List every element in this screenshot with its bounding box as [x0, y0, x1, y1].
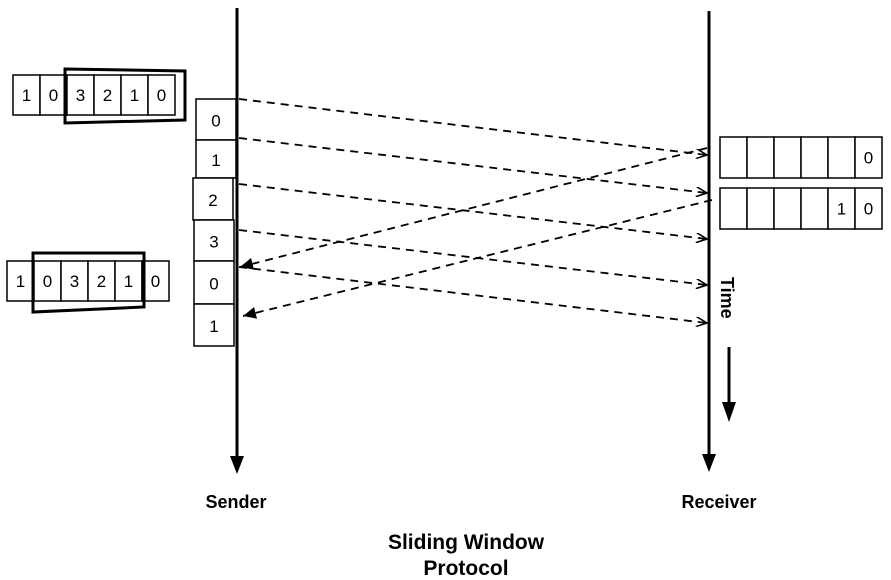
sender-buffer-2-cell-value: 1 — [16, 272, 25, 291]
sender-buffer-1-cell-value: 0 — [157, 86, 166, 105]
message-arrow-frame-0 — [238, 98, 707, 155]
diagram-title-line-1: Sliding Window — [388, 531, 545, 554]
message-arrow-frame-0-second — [238, 266, 707, 323]
receiver-buffer-2-cell-value: 1 — [837, 200, 846, 219]
sender-frame-cell: 1 — [193, 303, 235, 347]
sender-buffer-2-cell: 0 — [141, 260, 170, 302]
sender-frame-number: 1 — [209, 317, 218, 336]
sender-buffer-1-cell: 1 — [120, 74, 149, 116]
sender-window-1 — [63, 67, 187, 125]
message-arrows — [238, 98, 713, 323]
receiver-buffer-1-cell: 0 — [854, 136, 883, 179]
receiver-buffer-2-cell — [719, 187, 748, 230]
message-arrow-ack-2 — [242, 199, 713, 319]
receiver-buffer-2-cell — [800, 187, 829, 230]
sender-buffer-2-cell-value: 3 — [70, 272, 79, 291]
receiver-buffer-1-cell — [746, 136, 775, 179]
receiver-buffer-1-cell-value: 0 — [864, 149, 873, 168]
receiver-label: Receiver — [681, 492, 756, 512]
receiver-buffer-2-cell — [773, 187, 802, 230]
sender-buffer-1-cell: 2 — [93, 74, 122, 116]
sender-buffer-2-cell-value: 2 — [97, 272, 106, 291]
sender-buffer-2-cell: 3 — [60, 260, 89, 302]
receiver-timeline-arrowhead-icon — [702, 454, 716, 472]
sender-buffer-1-cell-value: 1 — [130, 86, 139, 105]
sender-buffer-1-cell: 3 — [66, 74, 95, 116]
receiver-buffer-2-cell: 1 — [827, 187, 856, 230]
receiver-buffer-2-cell-value: 0 — [864, 200, 873, 219]
sender-buffer-2-cell: 1 — [6, 260, 35, 302]
sender-buffer-1-cell: 0 — [147, 74, 176, 116]
sender-frame-cell: 3 — [193, 219, 235, 262]
sender-frame-cell: 0 — [195, 98, 237, 141]
sender-buffer-1-cell-value: 1 — [22, 86, 31, 105]
sender-timeline — [230, 8, 244, 474]
receiver-buffer-1-cell — [719, 136, 748, 179]
sender-buffer-1-cell-value: 2 — [103, 86, 112, 105]
sender-frame-number: 0 — [211, 112, 220, 131]
sender-buffer-2-cell-value: 0 — [151, 272, 160, 291]
receiver-buffer-2-cell — [746, 187, 775, 230]
sender-window-2 — [31, 251, 146, 314]
receiver-buffer-1-cell — [773, 136, 802, 179]
sender-buffer-1-cell-value: 0 — [49, 86, 58, 105]
time-arrowhead-icon — [722, 402, 736, 422]
receiver-buffer-1: 0 — [719, 136, 883, 179]
sender-frame-number: 0 — [209, 275, 218, 294]
sender-frame-number: 3 — [209, 233, 218, 252]
receiver-timeline — [702, 11, 716, 472]
sender-buffer-2-cell-value: 0 — [43, 272, 52, 291]
sender-frame-number: 1 — [211, 151, 220, 170]
sender-buffer-1-cell: 1 — [12, 74, 41, 116]
receiver-buffer-1-cell — [800, 136, 829, 179]
sender-label: Sender — [205, 492, 266, 512]
sender-buffer-1-cell-value: 3 — [76, 86, 85, 105]
sender-buffer-2-cell: 1 — [114, 260, 143, 302]
sender-buffer-2-cell: 2 — [87, 260, 116, 302]
sender-buffer-2-cell-value: 1 — [124, 272, 133, 291]
sender-frame-cell: 2 — [192, 177, 234, 221]
receiver-buffer-2-cell: 0 — [854, 187, 883, 230]
message-arrow-ack-1 — [239, 147, 708, 270]
receiver-buffer-1-cell — [827, 136, 856, 179]
sender-frame-cell: 1 — [195, 139, 237, 179]
message-arrow-frame-2 — [238, 183, 707, 239]
time-label: Time — [717, 277, 737, 319]
sender-buffer-2-cell: 0 — [33, 260, 62, 302]
message-arrow-frame-3 — [238, 229, 707, 285]
sender-timeline-arrowhead-icon — [230, 456, 244, 474]
diagram-title-line-2: Protocol — [423, 557, 508, 580]
sender-frame-column: 0 1 2 3 0 1 — [192, 98, 237, 347]
sender-frame-number: 2 — [208, 191, 217, 210]
time-arrow — [722, 347, 736, 422]
message-arrow-frame-1 — [238, 137, 707, 193]
sender-frame-cell: 0 — [193, 260, 235, 305]
sender-buffer-1-cell: 0 — [39, 74, 68, 116]
